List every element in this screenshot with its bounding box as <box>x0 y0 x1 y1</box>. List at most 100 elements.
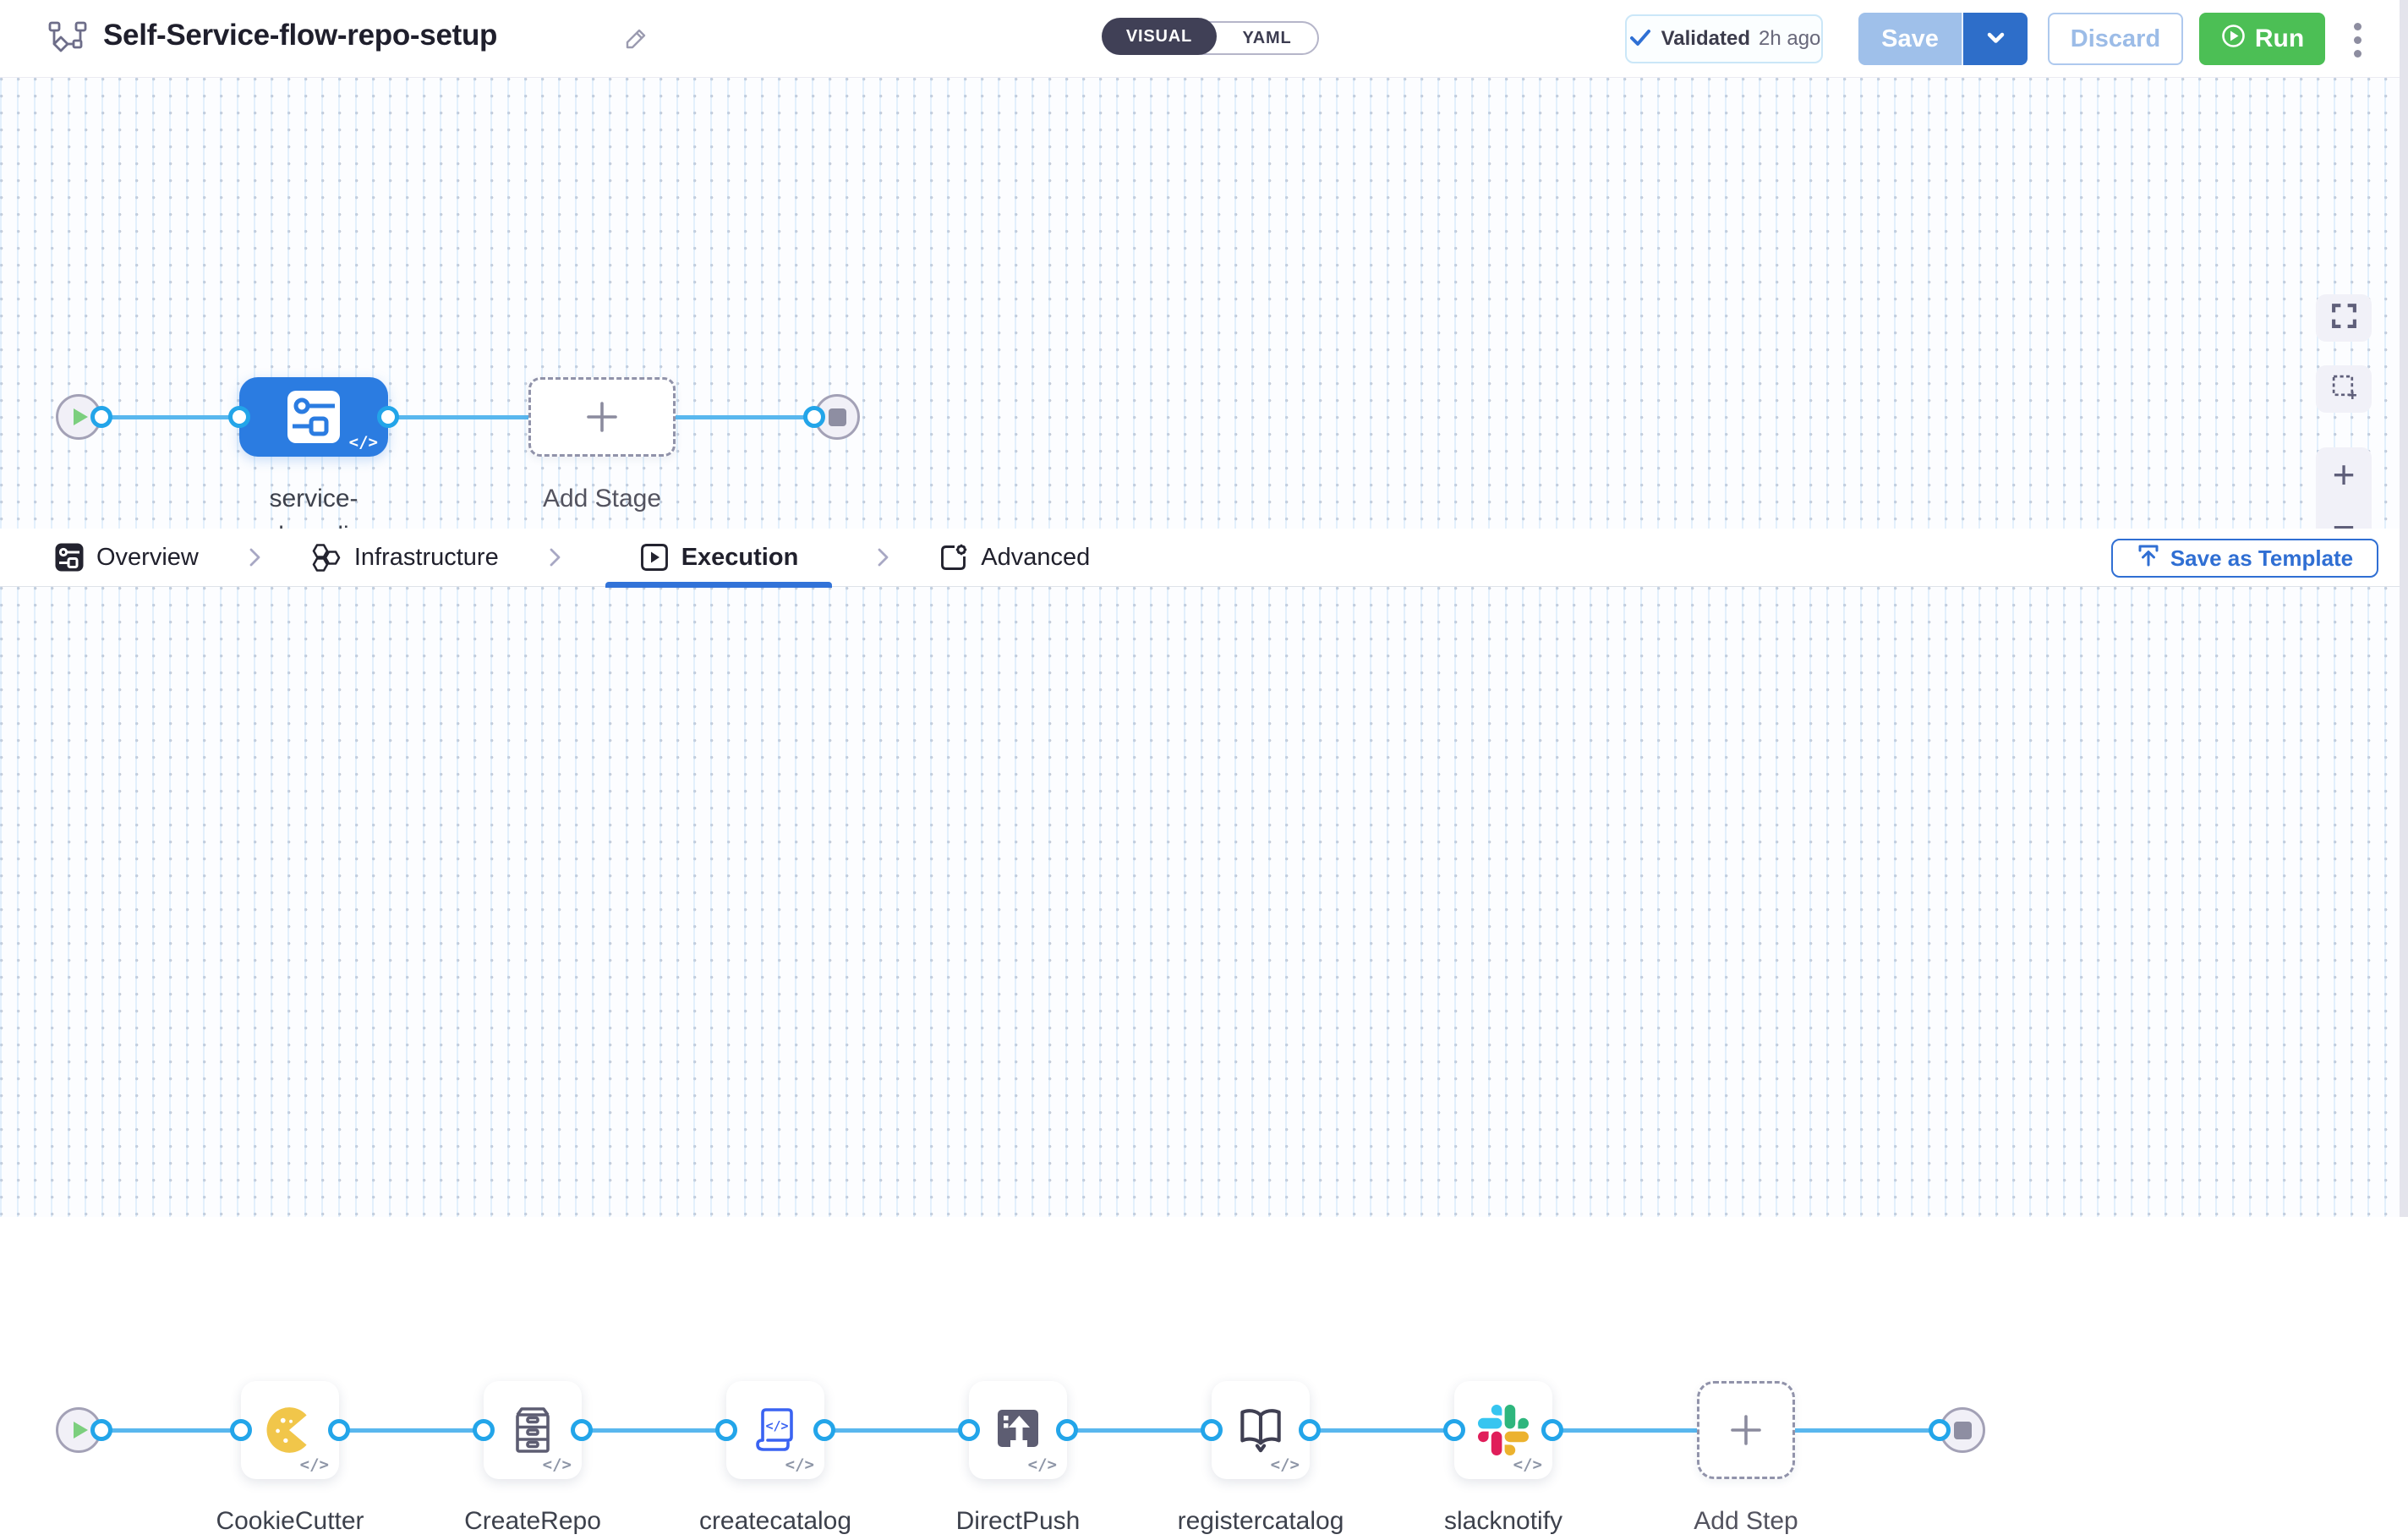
connector-port <box>230 1419 252 1441</box>
execution-graph-canvas[interactable]: </>CookieCutter</>CreateRepo</></>create… <box>0 587 2400 1535</box>
tab-overview[interactable]: Overview <box>49 529 204 587</box>
save-button[interactable]: Save <box>1858 13 1962 65</box>
tab-label: Advanced <box>981 543 1091 571</box>
stage-flow-row: </>service-onboardingAdd Stage <box>56 377 860 550</box>
run-button[interactable]: Run <box>2199 13 2325 65</box>
vertical-scrollbar[interactable] <box>2400 0 2408 1217</box>
overview-icon <box>55 543 84 572</box>
play-icon <box>74 1422 88 1439</box>
visual-yaml-toggle: VISUAL YAML <box>1102 18 1319 55</box>
connector-port <box>1929 1419 1951 1441</box>
step-name-label: slacknotify <box>1443 1507 1563 1535</box>
chevron-right-icon <box>873 546 893 568</box>
tab-label: Infrastructure <box>353 543 499 571</box>
tab-advanced[interactable]: Advanced <box>933 529 1095 587</box>
connector-port <box>1201 1419 1223 1441</box>
code-badge: </> <box>348 433 378 452</box>
connector-port <box>377 406 399 428</box>
connector-port <box>813 1419 835 1441</box>
template-upload-icon <box>2137 543 2160 574</box>
zoom-in-button[interactable]: + <box>2332 452 2356 496</box>
chevron-right-icon <box>878 548 889 567</box>
flow-connector <box>328 1419 495 1441</box>
chevron-right-icon <box>249 548 260 567</box>
code-badge: </> <box>1513 1455 1542 1474</box>
tab-infrastructure[interactable]: Infrastructure <box>305 529 504 587</box>
step-node-cookiecutter: </>CookieCutter <box>216 1381 364 1535</box>
step-node-directpush: </> DirectPush <box>956 1381 1080 1535</box>
connector-port <box>803 406 825 428</box>
pipeline-header: Self-Service-flow-repo-setup VISUAL YAML… <box>0 0 2408 78</box>
connector-port <box>90 1419 112 1441</box>
check-icon <box>1629 29 1650 46</box>
connector-port <box>473 1419 495 1441</box>
save-split-button: Save <box>1858 13 2028 65</box>
tab-execution[interactable]: Execution <box>605 529 833 588</box>
run-play-icon <box>2220 23 2247 56</box>
marquee-select-button[interactable] <box>2316 365 2372 413</box>
connector-port <box>1541 1419 1563 1441</box>
step-name-label: DirectPush <box>955 1507 1081 1535</box>
connector-port <box>90 406 112 428</box>
more-options-menu[interactable] <box>2347 21 2367 58</box>
check-icon <box>1628 25 1653 54</box>
code-badge: </> <box>542 1455 572 1474</box>
pipeline-title: Self-Service-flow-repo-setup <box>103 19 498 52</box>
stage-node[interactable]: </> <box>239 377 388 457</box>
step-card[interactable]: </> <box>969 1381 1067 1479</box>
add-step-button-wrap: Add Step <box>1694 1381 1798 1535</box>
marquee-icon <box>2330 373 2358 405</box>
code-badge: </> <box>1027 1455 1057 1474</box>
pipeline-icon <box>47 19 88 63</box>
step-node-slacknotify: </> slacknotify <box>1444 1381 1562 1535</box>
save-options-button[interactable] <box>1962 13 2028 65</box>
plus-icon <box>1731 1415 1761 1445</box>
add-stage-button[interactable] <box>528 377 676 457</box>
infrastructure-icon <box>312 543 341 572</box>
add-stage-label: Add Stage <box>542 485 662 512</box>
step-node-createcatalog: </></>createcatalog <box>699 1381 851 1535</box>
fullscreen-icon <box>2331 304 2356 328</box>
toggle-visual[interactable]: VISUAL <box>1102 18 1217 55</box>
pencil-icon <box>626 29 646 49</box>
validated-time: 2h ago <box>1758 27 1821 50</box>
flow-connector <box>1541 1419 1697 1441</box>
validated-label: Validated <box>1661 27 1750 50</box>
step-card[interactable]: </> <box>484 1381 582 1479</box>
step-node-createrepo: </> CreateRepo <box>464 1381 601 1535</box>
pipeline-icon <box>48 21 87 52</box>
step-name-label: CreateRepo <box>464 1507 601 1535</box>
marquee-icon <box>2332 375 2356 399</box>
flow-connector <box>377 406 528 428</box>
connector-port <box>1056 1419 1078 1441</box>
add-step-button[interactable] <box>1697 1381 1795 1479</box>
stage-graph-canvas[interactable]: </>service-onboardingAdd Stage + − <box>0 78 2400 554</box>
stage-glyph-icon <box>293 397 335 436</box>
step-card[interactable]: </> <box>1212 1381 1310 1479</box>
directpush-icon <box>998 1410 1038 1452</box>
add-stage-button-wrap: Add Stage <box>528 377 676 512</box>
stage-node-wrap: </>service-onboarding <box>239 377 388 550</box>
tabs-list: Overview Infrastructure Execution Advanced <box>49 529 1095 588</box>
edit-pencil-icon[interactable] <box>622 25 649 57</box>
fullscreen-button[interactable] <box>2316 294 2372 342</box>
toggle-yaml[interactable]: YAML <box>1242 29 1292 47</box>
connector-port <box>571 1419 593 1441</box>
discard-button[interactable]: Discard <box>2048 13 2183 65</box>
registercatalog-icon <box>1240 1409 1281 1453</box>
step-card[interactable]: </></> <box>726 1381 824 1479</box>
chevron-down-icon <box>1984 26 2007 52</box>
validated-badge[interactable]: Validated 2h ago <box>1625 14 1823 63</box>
step-card[interactable]: </> <box>241 1381 339 1479</box>
stop-icon <box>828 408 846 426</box>
save-as-template-button[interactable]: Save as Template <box>2111 539 2378 578</box>
slacknotify-icon <box>1478 1405 1529 1455</box>
chevron-down-icon <box>1987 32 2004 43</box>
connector-port <box>958 1419 980 1441</box>
code-badge: </> <box>299 1455 329 1474</box>
step-card[interactable]: </> <box>1454 1381 1552 1479</box>
run-label: Run <box>2254 25 2305 52</box>
execution-flow-row: </>CookieCutter</>CreateRepo</></>create… <box>56 1381 1985 1535</box>
connector-port <box>328 1419 350 1441</box>
createcatalog-icon: </> <box>756 1408 793 1451</box>
